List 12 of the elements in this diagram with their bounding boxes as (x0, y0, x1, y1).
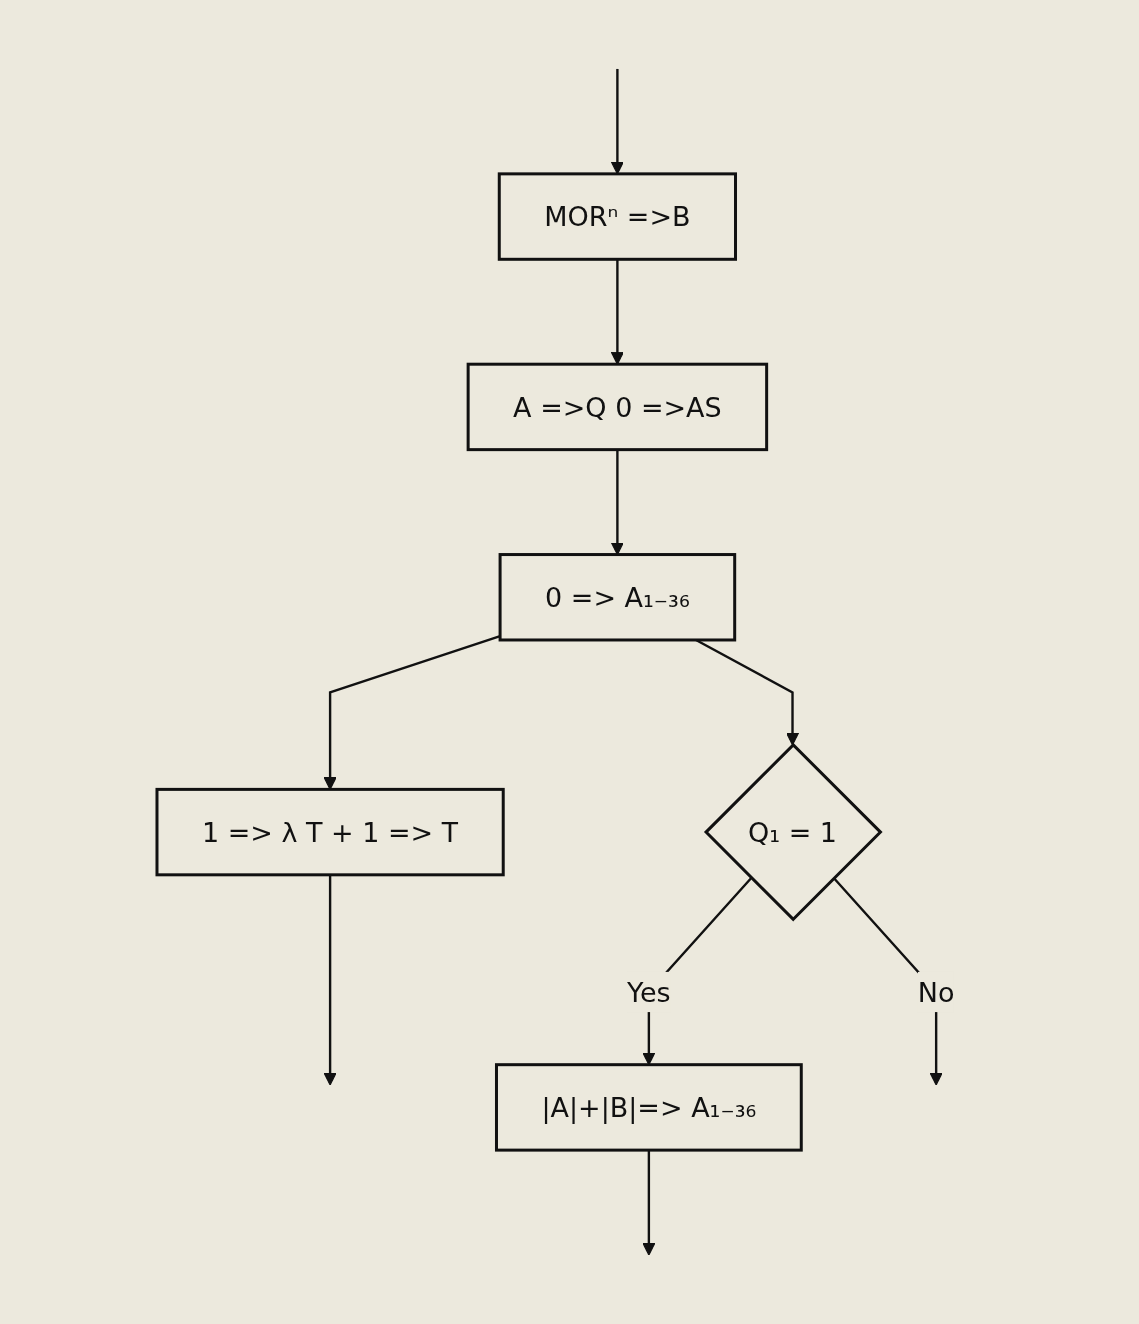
edge-label: No (918, 976, 955, 1008)
arrow (611, 259, 625, 365)
node-box: 1 => λ T + 1 => T (155, 787, 506, 877)
node-box: 0 => A₁₋₃₆ (499, 553, 737, 642)
edge-label: Yes (627, 976, 672, 1008)
node-box: |A|+|B|=> A₁₋₃₆ (495, 1063, 804, 1152)
node-box: MORⁿ =>B (498, 172, 738, 261)
node-box: A =>Q 0 =>AS (467, 362, 769, 452)
arrow (642, 1150, 656, 1256)
node-diamond: Q₁ = 1 (704, 742, 884, 922)
arrow (323, 874, 338, 1086)
arrow (323, 635, 501, 790)
